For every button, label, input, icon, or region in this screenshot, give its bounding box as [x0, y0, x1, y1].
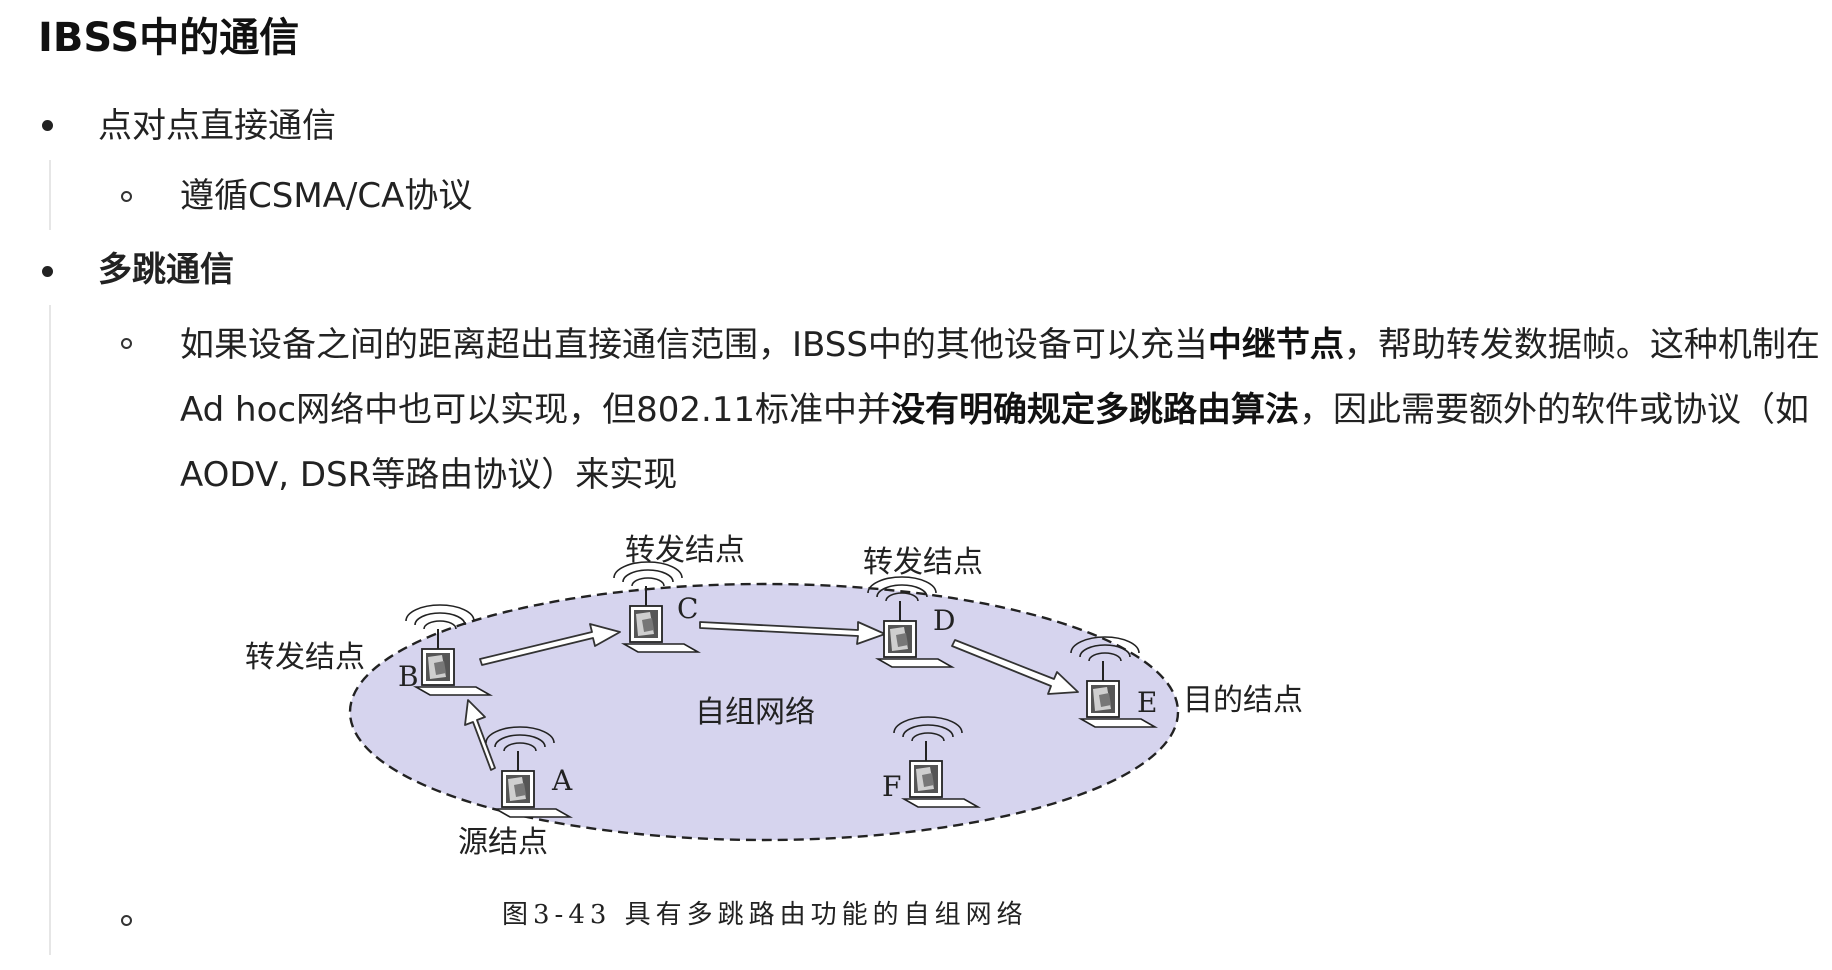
paragraph-bold-segment: 没有明确规定多跳路由算法 — [891, 390, 1300, 430]
route-arrows — [464, 621, 1079, 771]
role-label-source: 源结点 — [458, 825, 548, 860]
indent-guide — [49, 305, 51, 955]
list-item-text: 点对点直接通信 — [98, 106, 336, 146]
arrow-c-to-d — [699, 621, 886, 645]
node-label-d: D — [933, 604, 955, 637]
node-label-c: C — [677, 592, 698, 625]
paragraph-bold-segment: 中继节点 — [1207, 325, 1344, 365]
role-label-relay: 转发结点 — [625, 533, 745, 568]
paragraph-segment: ，帮助转发数据帧。这种机制在Ad hoc网络中也可以实现，但802.11标准中并 — [180, 325, 1820, 430]
network-label: 自组网络 — [695, 695, 815, 730]
role-label-relay: 转发结点 — [863, 545, 983, 580]
page-title: IBSS中的通信 — [38, 15, 300, 61]
node-label-e: E — [1137, 686, 1157, 719]
paragraph-segment: ，因此需要额外的软件或协议（如AODV, DSR等路由协议）来实现 — [180, 390, 1810, 495]
bullet-icon — [42, 120, 53, 131]
bullet-icon — [42, 266, 53, 277]
node-label-b: B — [398, 660, 419, 693]
circle-bullet-icon — [121, 915, 132, 926]
list-item-text: 多跳通信 — [98, 250, 234, 290]
role-label-destination: 目的结点 — [1183, 683, 1303, 718]
circle-bullet-icon — [121, 338, 132, 349]
paragraph: 如果设备之间的距离超出直接通信范围，IBSS中的其他设备可以充当中继节点，帮助转… — [180, 313, 1820, 508]
arrow-a-to-b — [464, 699, 496, 771]
arrow-d-to-e — [951, 639, 1079, 695]
node-label-f: F — [882, 770, 901, 803]
circle-bullet-icon — [121, 191, 132, 202]
paragraph-segment: 如果设备之间的距离超出直接通信范围，IBSS中的其他设备可以充当 — [180, 325, 1208, 365]
arrow-b-to-c — [479, 623, 621, 666]
indent-guide — [49, 160, 51, 230]
role-label-relay: 转发结点 — [245, 640, 365, 675]
sub-list-item-text: 遵循CSMA/CA协议 — [180, 176, 473, 216]
figure-caption: 图3-43 具有多跳路由功能的自组网络 — [502, 900, 1028, 930]
node-label-a: A — [551, 764, 573, 797]
